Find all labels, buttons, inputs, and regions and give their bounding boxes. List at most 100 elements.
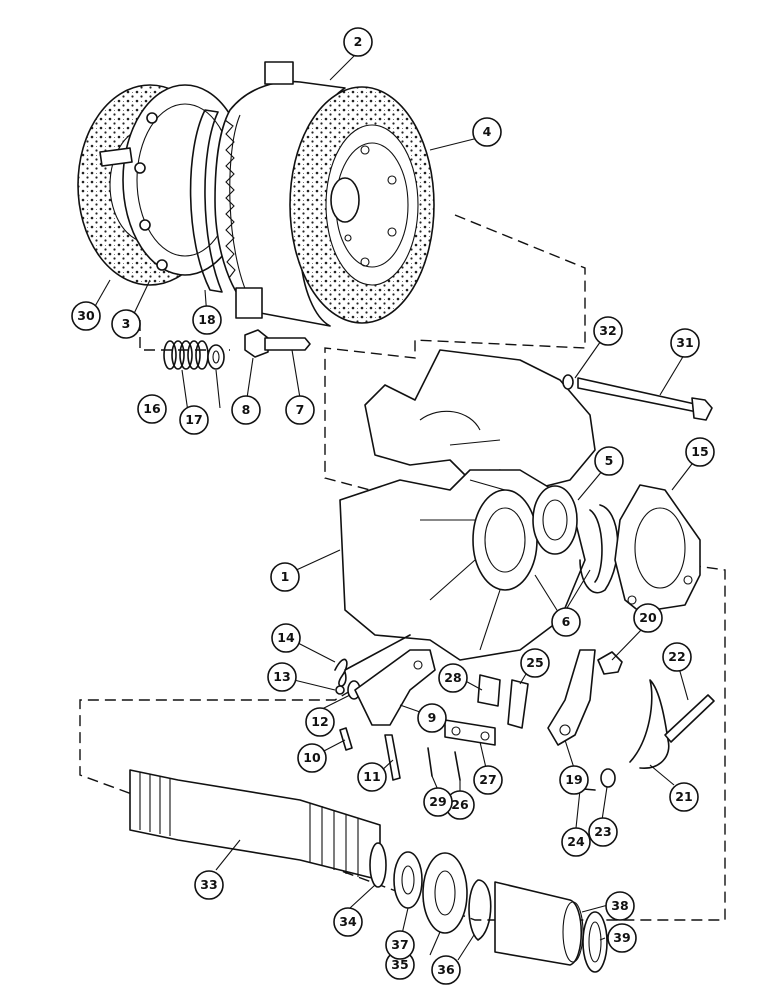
svg-text:23: 23 [594, 824, 611, 839]
callout-12: 12 [305, 707, 335, 737]
svg-text:11: 11 [363, 769, 380, 784]
svg-text:37: 37 [391, 937, 408, 952]
callout-4: 4 [472, 117, 502, 147]
svg-text:34: 34 [339, 914, 357, 929]
callout-34: 34 [333, 907, 363, 937]
bolt-22 [664, 694, 715, 743]
svg-text:36: 36 [437, 962, 455, 977]
cover-plate [614, 484, 701, 613]
release-lever-19 [547, 649, 596, 746]
callout-8: 8 [231, 395, 261, 425]
callout-31: 31 [670, 328, 700, 358]
cotter-pin-26 [454, 751, 461, 781]
svg-text:18: 18 [198, 312, 215, 327]
callout-13: 13 [267, 662, 297, 692]
circlip-36 [468, 879, 492, 941]
callout-22: 22 [662, 642, 692, 672]
svg-text:7: 7 [296, 402, 305, 417]
long-bolt-parts [562, 374, 713, 421]
callout-3: 3 [111, 309, 141, 339]
callout-32: 32 [593, 316, 623, 346]
housing-upper [364, 349, 596, 491]
svg-text:22: 22 [668, 649, 685, 664]
callout-21: 21 [669, 782, 699, 812]
svg-text:33: 33 [200, 877, 217, 892]
plug-20 [597, 651, 623, 675]
pin-25 [507, 679, 529, 729]
svg-text:30: 30 [77, 308, 95, 323]
needle-bearing-37 [393, 851, 423, 909]
release-fork-9 [354, 649, 436, 726]
washer-23 [600, 768, 616, 788]
callout-17: 17 [179, 405, 209, 435]
nut-13 [335, 685, 345, 695]
input-shaft [129, 769, 381, 881]
snap-ring [579, 504, 619, 594]
svg-text:13: 13 [273, 669, 290, 684]
svg-text:21: 21 [675, 789, 692, 804]
cotter-pin-29 [427, 747, 433, 777]
svg-text:27: 27 [479, 772, 496, 787]
leader-lines [93, 53, 696, 961]
callout-23: 23 [588, 817, 618, 847]
ball-bearing-35 [422, 852, 468, 934]
callout-25: 25 [520, 648, 550, 678]
clutch-drum [214, 80, 346, 327]
callout-16: 16 [137, 394, 167, 424]
callout-19: 19 [559, 765, 589, 795]
svg-text:1: 1 [281, 569, 290, 584]
callout-9: 9 [417, 703, 447, 733]
hex-nut [244, 329, 269, 358]
svg-text:20: 20 [639, 610, 657, 625]
callout-36: 36 [431, 955, 461, 985]
callout-37: 37 [385, 930, 415, 960]
pressure-plate-bolts [134, 112, 168, 271]
lock-washer [562, 374, 574, 390]
callout-11: 11 [357, 762, 387, 792]
callout-24: 24 [561, 827, 591, 857]
input-shaft-drawing [129, 769, 608, 973]
hub-rivets [344, 145, 397, 267]
callout-27: 27 [473, 765, 503, 795]
spring-21 [629, 679, 670, 769]
svg-text:39: 39 [613, 930, 630, 945]
svg-text:28: 28 [444, 670, 461, 685]
housing-bore [472, 489, 538, 591]
bolt [264, 337, 311, 351]
svg-text:4: 4 [483, 124, 492, 139]
snap-ring-34 [369, 842, 387, 888]
svg-text:31: 31 [676, 335, 693, 350]
callout-39: 39 [607, 923, 637, 953]
svg-text:26: 26 [451, 797, 469, 812]
callout-38: 38 [605, 891, 635, 921]
svg-text:29: 29 [429, 794, 446, 809]
seal-39 [582, 911, 608, 973]
svg-text:8: 8 [242, 402, 251, 417]
callout-28: 28 [438, 663, 468, 693]
svg-text:38: 38 [611, 898, 628, 913]
svg-text:2: 2 [354, 34, 363, 49]
washer [207, 344, 225, 370]
svg-text:16: 16 [143, 401, 161, 416]
callout-2: 2 [343, 27, 373, 57]
spring-and-bolt-parts [163, 329, 311, 370]
svg-text:14: 14 [277, 630, 295, 645]
svg-text:6: 6 [562, 614, 571, 629]
callout-10: 10 [297, 743, 327, 773]
svg-text:35: 35 [391, 957, 408, 972]
svg-text:17: 17 [185, 412, 202, 427]
callout-6: 6 [551, 607, 581, 637]
callout-1: 1 [270, 562, 300, 592]
svg-text:24: 24 [567, 834, 585, 849]
svg-text:5: 5 [605, 453, 614, 468]
svg-text:25: 25 [526, 655, 543, 670]
callout-14: 14 [271, 623, 301, 653]
release-linkage-drawing [334, 634, 715, 791]
clevis-pin-11 [384, 734, 401, 781]
callout-29: 29 [423, 787, 453, 817]
clutch-housing-drawing [339, 349, 701, 661]
svg-text:12: 12 [311, 714, 328, 729]
pin-28 [477, 674, 501, 707]
callout-7: 7 [285, 395, 315, 425]
